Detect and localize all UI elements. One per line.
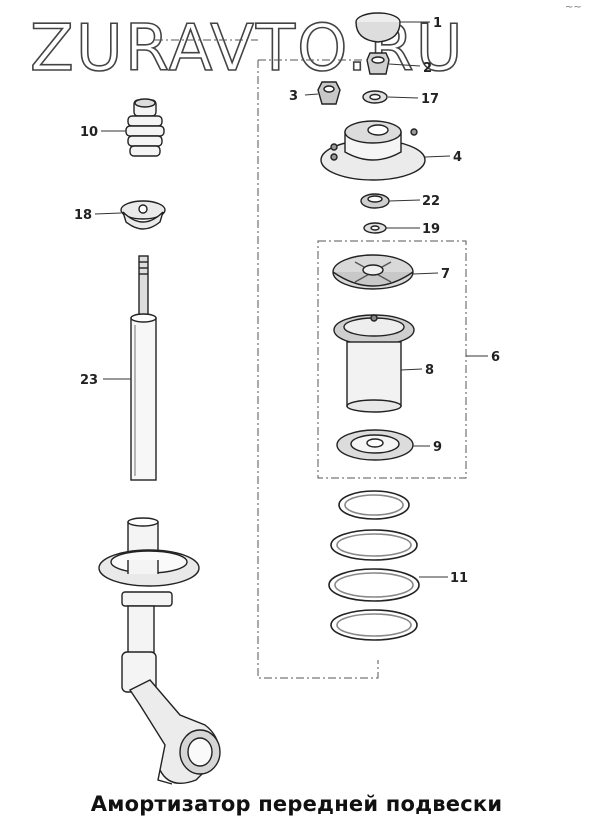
callout-7: 7 bbox=[441, 267, 450, 282]
leader-lines bbox=[94, 21, 488, 578]
assembly-guide-lines bbox=[155, 39, 379, 679]
callout-6: 6 bbox=[491, 350, 500, 365]
callout-3: 3 bbox=[289, 89, 298, 104]
part-18-cup bbox=[120, 200, 166, 230]
part-19-washer bbox=[363, 222, 387, 234]
part-1-cap bbox=[355, 12, 401, 43]
part-3-nut bbox=[317, 81, 341, 105]
part-4-strut-mount bbox=[320, 120, 426, 181]
callout-2: 2 bbox=[423, 61, 432, 76]
corner-mark: ~~ bbox=[565, 2, 582, 13]
diagram-caption: Амортизатор передней подвески bbox=[90, 792, 503, 816]
part-22-bearing bbox=[360, 193, 390, 209]
part-17-washer bbox=[362, 90, 388, 104]
callout-11: 11 bbox=[450, 571, 468, 586]
strut-housing bbox=[98, 517, 200, 693]
callout-23: 23 bbox=[80, 373, 98, 388]
part-9-lower-seat bbox=[336, 429, 414, 461]
part-11-coil-spring bbox=[328, 490, 420, 641]
callout-19: 19 bbox=[422, 222, 440, 237]
callout-4: 4 bbox=[453, 150, 462, 165]
callout-1: 1 bbox=[433, 16, 442, 31]
callout-22: 22 bbox=[422, 194, 440, 209]
part-8-dust-boot bbox=[333, 314, 415, 413]
part-23-shock-absorber bbox=[130, 255, 157, 481]
callout-8: 8 bbox=[425, 363, 434, 378]
steering-knuckle bbox=[128, 679, 221, 785]
part-10-bump-stop bbox=[125, 98, 165, 157]
part-2-nut bbox=[366, 52, 390, 75]
callout-17: 17 bbox=[421, 92, 439, 107]
group-6-box bbox=[317, 240, 467, 479]
part-7-spring-seat bbox=[332, 254, 414, 290]
callout-9: 9 bbox=[433, 440, 442, 455]
callout-18: 18 bbox=[74, 208, 92, 223]
callout-10: 10 bbox=[80, 125, 98, 140]
